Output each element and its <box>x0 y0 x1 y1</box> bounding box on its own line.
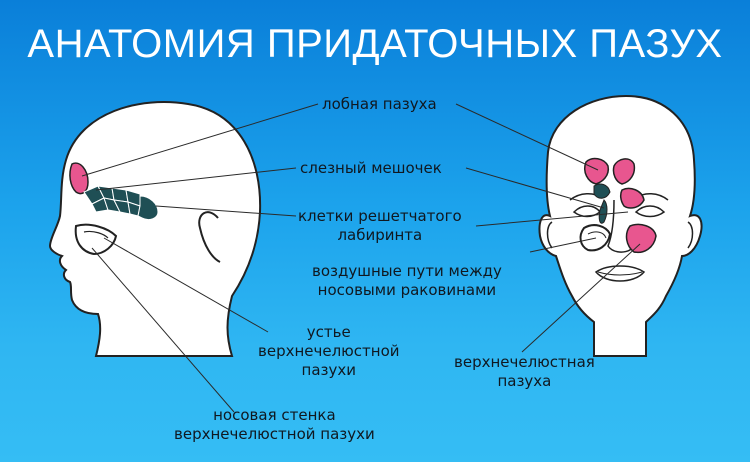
label-text: носовыми раковинами <box>317 281 497 299</box>
label-text: верхнечелюстной <box>258 342 400 360</box>
label-text: воздушные пути между <box>312 262 502 280</box>
page-title: АНАТОМИЯ ПРИДАТОЧНЫХ ПАЗУХ <box>27 22 723 66</box>
label-text: верхнечелюстная <box>454 353 595 371</box>
frontal-maxillary-sinus-right <box>625 223 657 254</box>
label-nasal-airways: воздушные пути между носовыми раковинами <box>312 262 502 300</box>
label-maxillary-ostium: устье верхнечелюстной пазухи <box>258 323 400 380</box>
frontal-eye-right <box>634 205 666 218</box>
frontal-mouth <box>594 265 646 282</box>
label-text: устье <box>306 323 351 341</box>
label-nasal-wall: носовая стенка верхнечелюстной пазухи <box>174 406 375 444</box>
label-lacrimal-sac: слезный мешочек <box>300 159 442 178</box>
label-maxillary-sinus: верхнечелюстная пазуха <box>454 353 595 391</box>
label-text: пазуха <box>497 372 552 390</box>
frontal-frontal-sinus-right <box>612 158 636 185</box>
frontal-ear-left <box>546 221 553 249</box>
label-ethmoid-cells: клетки решетчатого лабиринта <box>298 207 462 245</box>
frontal-head <box>538 94 703 357</box>
frontal-ethmoid <box>593 183 611 199</box>
leader-lines <box>81 103 641 413</box>
frontal-ear-right <box>687 221 694 249</box>
label-frontal-sinus: лобная пазуха <box>322 95 437 114</box>
profile-ear <box>198 211 221 263</box>
label-text: верхнечелюстной пазухи <box>174 425 375 443</box>
label-text: слезный мешочек <box>300 159 442 177</box>
label-text: носовая стенка <box>213 406 336 424</box>
profile-head <box>48 101 262 357</box>
label-text: пазухи <box>301 361 356 379</box>
frontal-frontal-sinus-left <box>584 157 610 185</box>
label-text: лабиринта <box>337 226 423 244</box>
label-text: клетки решетчатого <box>298 207 462 225</box>
label-text: лобная пазуха <box>322 95 437 113</box>
frontal-ethmoid-right <box>619 187 645 209</box>
